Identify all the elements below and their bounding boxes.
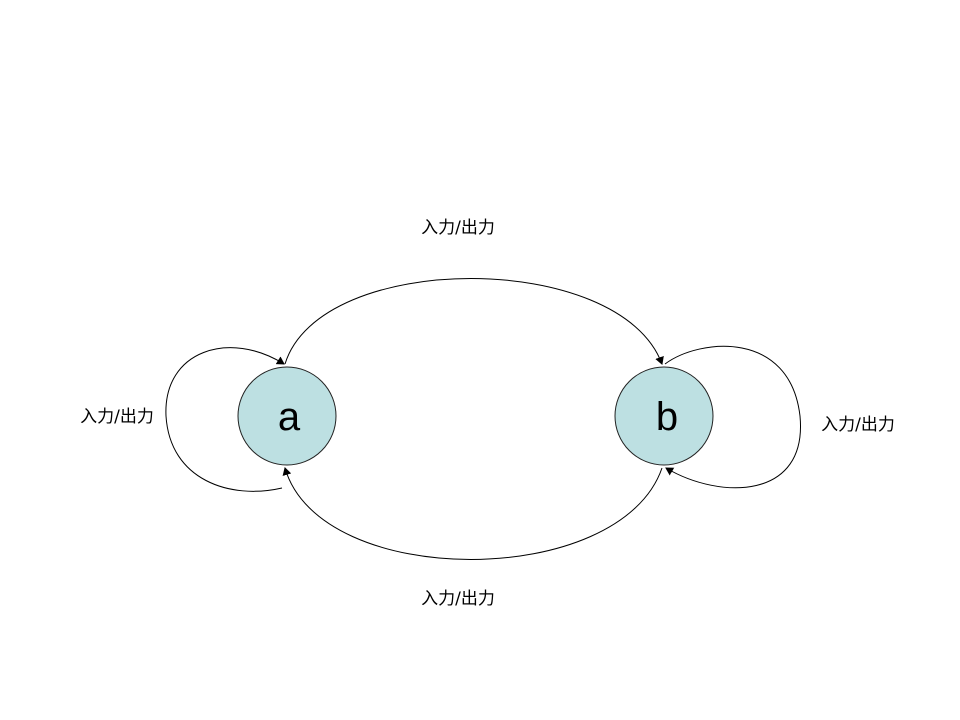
transition-a-to-b-arrow — [284, 278, 664, 365]
transition-b-self-label: 入力/出力 — [821, 415, 895, 435]
state-label-a: a — [278, 395, 301, 439]
transition-b-to-a-arrow — [282, 467, 663, 560]
transition-a-self-label: 入力/出力 — [80, 407, 154, 427]
state-node-a — [237, 366, 337, 466]
transition-b-self-arrow — [664, 345, 801, 489]
state-label-b: b — [656, 395, 678, 439]
transition-a-self-arrow — [165, 347, 285, 492]
state-node-b — [614, 366, 714, 466]
transition-a-to-b-label: 入力/出力 — [421, 218, 495, 238]
transition-b-to-a-label: 入力/出力 — [421, 589, 495, 609]
